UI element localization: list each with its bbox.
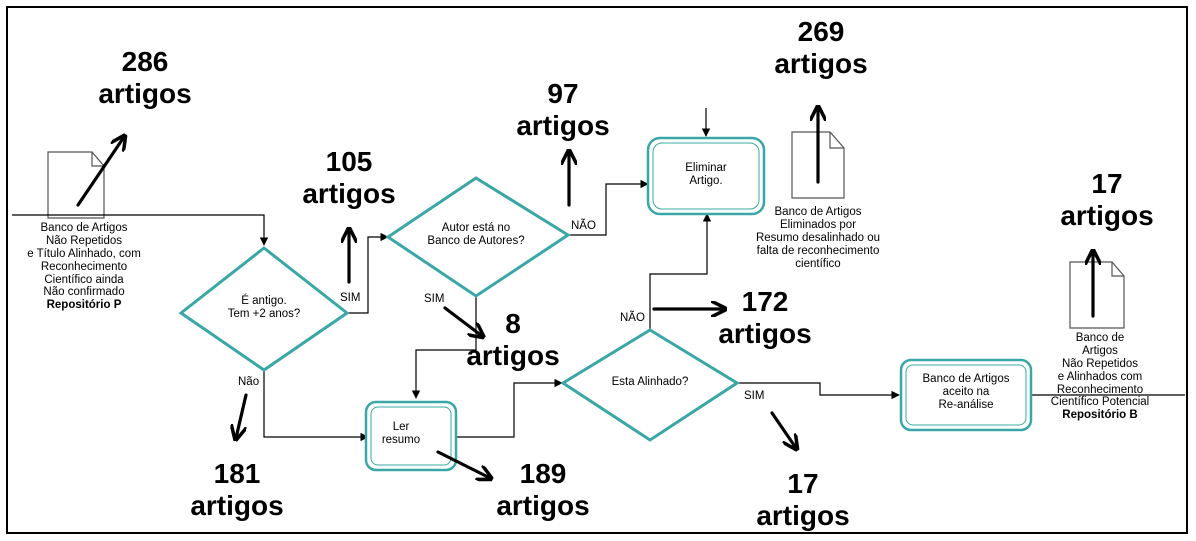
arrow-17-bottom (770, 411, 796, 448)
process-accepted-label: Banco de Artigos aceito na Re-análise (922, 373, 1010, 411)
process-eliminate-label: Eliminar Artigo. (685, 162, 727, 187)
doc-repo-p-caption: Banco de Artigos Não Repetidos e Título … (27, 222, 141, 312)
process-read-shape (364, 400, 458, 472)
edge-label-sim-old: SIM (340, 292, 361, 304)
arrow-286 (76, 137, 124, 207)
outer-frame (6, 6, 1188, 534)
edge-label-sim-aligned: SIM (744, 390, 765, 402)
document-icon-repo-p (47, 151, 105, 219)
decision-old-label: É antigo. Tem +2 anos? (227, 295, 301, 320)
doc-repo-b-caption: Banco de Artigos Não Repetidos e Alinhad… (1050, 332, 1150, 422)
edge-label-nao-old: Não (238, 376, 260, 388)
edge-label-nao-author: NÃO (571, 220, 596, 232)
edge-label-sim-author: SIM (424, 293, 445, 305)
decision-author-shape (385, 176, 571, 298)
arrow-189 (436, 450, 490, 478)
decision-aligned-shape (560, 328, 740, 442)
flow-connectors (12, 108, 1185, 442)
decision-author-label: Autor está no Banco de Autores? (427, 222, 525, 247)
process-accepted-shape (899, 358, 1033, 432)
process-eliminate-shape (646, 136, 766, 216)
decision-old-shape (178, 246, 350, 372)
arrow-8 (443, 306, 482, 336)
decision-aligned-label: Esta Alinhado? (611, 376, 689, 388)
doc-eliminated-caption: Banco de Artigos Eliminados por Resumo d… (755, 206, 881, 270)
arrow-181 (236, 393, 248, 438)
annotation-arrows (76, 108, 1093, 478)
process-read-label: Ler resumo (381, 421, 421, 446)
edge-label-nao-aligned: NÃO (620, 312, 645, 324)
document-icon-repo-b (1069, 261, 1125, 329)
